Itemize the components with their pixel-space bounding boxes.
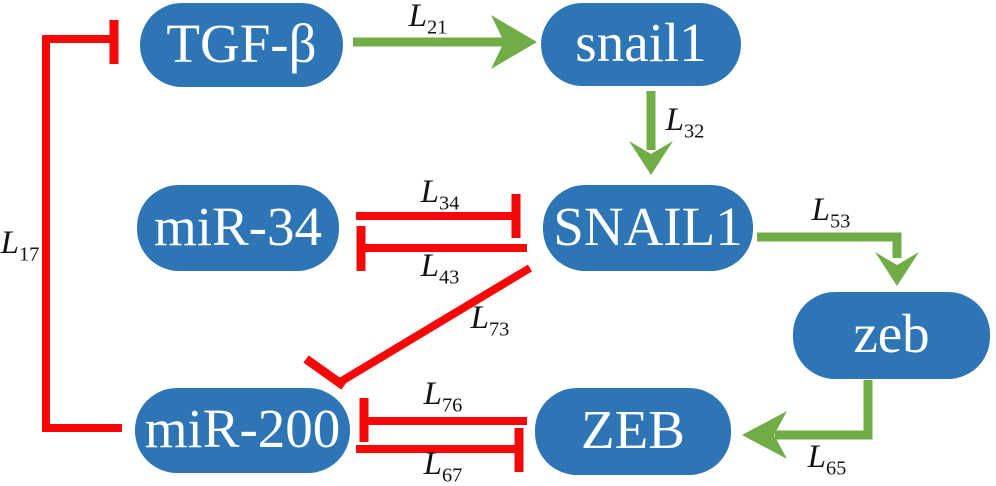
edge-L73-inhibition-tbar [303, 264, 533, 390]
edge-L21-activation-arrow [353, 15, 537, 69]
edge-label-L65: L65 [807, 438, 847, 480]
edge-label-L32: L32 [665, 101, 705, 143]
node-tgf-beta: TGF-β [140, 3, 343, 87]
edge-label-L21: L21 [408, 0, 448, 39]
edge-label-L53: L53 [811, 191, 851, 233]
node-mir-200-label: miR-200 [144, 398, 341, 459]
edge-L53-activation-arrow [757, 232, 919, 286]
edge-label-L17: L17 [0, 224, 40, 266]
edge-label-L73: L73 [470, 299, 510, 341]
edge-L76-inhibition-tbar [359, 398, 527, 442]
edge-L17-inhibition-tbar [42, 20, 122, 432]
node-snail1-protein-label: SNAIL1 [553, 195, 743, 257]
node-mir-200: miR-200 [135, 388, 350, 473]
edge-label-L67: L67 [423, 445, 463, 486]
node-mir-34-label: miR-34 [153, 195, 323, 257]
edge-L65-activation-arrow [742, 380, 873, 459]
node-snail1: snail1 [541, 3, 741, 86]
node-mir-34: miR-34 [137, 185, 339, 271]
edge-label-L34: L34 [420, 173, 460, 215]
node-zeb-protein: ZEB [535, 388, 731, 475]
edge-label-L76: L76 [423, 375, 463, 417]
node-zeb-label: zeb [853, 303, 930, 364]
node-tgf-beta-label: TGF-β [166, 12, 317, 74]
node-snail1-protein: SNAIL1 [543, 185, 753, 271]
node-zeb: zeb [793, 292, 990, 379]
edge-L32-activation-arrow [629, 91, 673, 175]
node-snail1-label: snail1 [575, 12, 707, 73]
node-zeb-protein-label: ZEB [581, 399, 685, 460]
edge-L67-inhibition-tbar [356, 428, 524, 472]
edge-label-L43: L43 [420, 247, 460, 289]
edge-L34-inhibition-tbar [356, 194, 521, 238]
edge-L43-inhibition-tbar [356, 226, 527, 271]
